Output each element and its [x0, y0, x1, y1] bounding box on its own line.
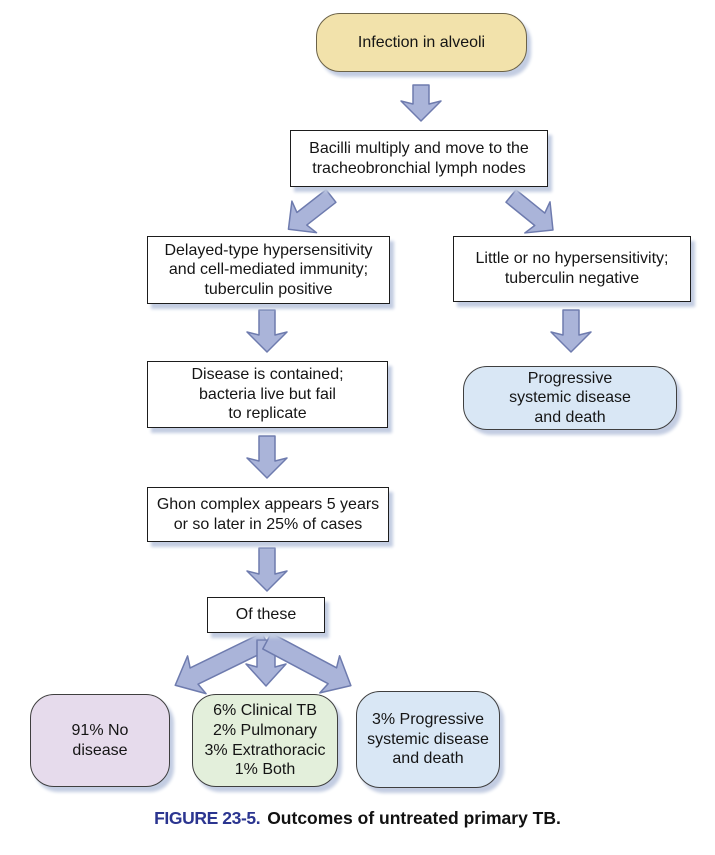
node-progressive-text-line3: and death — [534, 408, 606, 426]
node-clinical-text-line4: 1% Both — [234, 761, 296, 779]
figure-caption: FIGURE 23-5. Outcomes of untreated primar… — [0, 808, 715, 829]
node-bacilli-text-line1: Bacilli multiply and move to the — [309, 139, 529, 157]
node-ghon-text-line2: or so later in 25% of cases — [173, 515, 363, 533]
node-91pct-no-disease: 91% No disease — [30, 694, 170, 787]
node-delayed-text-line2: and cell-mediated immunity; — [168, 261, 369, 279]
arrow-ofthese-to-nodisease-icon — [174, 632, 271, 695]
node-progressive3-text-line1: 3% Progressive — [371, 711, 485, 729]
node-clinical-text-line3: 3% Extrathoracic — [204, 741, 326, 759]
node-3pct-progressive-systemic: 3% Progressive systemic disease and deat… — [356, 691, 500, 788]
node-ghon-text-line1: Ghon complex appears 5 years — [156, 495, 380, 513]
node-disease-contained: Disease is contained; bacteria live but … — [147, 361, 388, 428]
node-progressive3-text-line3: and death — [392, 750, 464, 768]
arrow-contained-to-ghon-icon — [246, 435, 288, 479]
node-6pct-clinical-tb: 6% Clinical TB 2% Pulmonary 3% Extrathor… — [192, 694, 338, 787]
arrow-ofthese-to-progressive3-icon — [262, 632, 352, 694]
node-little-text-line2: tuberculin negative — [504, 270, 640, 287]
node-clinical-text-line2: 2% Pulmonary — [212, 721, 318, 739]
node-contained-text-line3: to replicate — [228, 405, 307, 423]
figure-caption-text: Outcomes of untreated primary TB. — [267, 808, 561, 828]
node-contained-text-line1: Disease is contained; — [191, 366, 344, 384]
node-little-hypersensitivity: Little or no hypersensitivity; tuberculi… — [453, 236, 691, 302]
node-nodisease-text-line1: 91% No — [71, 721, 129, 739]
arrow-ofthese-to-clinical-icon — [245, 639, 287, 687]
arrow-little-to-progressive-icon — [550, 309, 592, 353]
node-infection-in-alveoli: Infection in alveoli — [316, 13, 527, 72]
node-delayed-text-line3: tuberculin positive — [204, 280, 333, 298]
node-bacilli-text-line2: tracheobronchial lymph nodes — [312, 159, 526, 177]
node-progressive3-text-line2: systemic disease — [367, 730, 489, 748]
node-contained-text-line2: bacteria live but fail — [199, 385, 336, 403]
node-bacilli-multiply: Bacilli multiply and move to the tracheo… — [290, 130, 548, 187]
node-delayed-hypersensitivity: Delayed-type hypersensitivity and cell-m… — [147, 236, 390, 304]
node-progressive-systemic-disease: Progressive systemic disease and death — [463, 366, 677, 430]
node-nodisease-text-line2: disease — [72, 741, 128, 759]
node-progressive-text-line2: systemic disease — [509, 389, 631, 407]
figure-caption-label: FIGURE 23-5. — [154, 808, 261, 828]
node-infection-text: Infection in alveoli — [357, 33, 486, 51]
node-progressive-text-line1: Progressive — [527, 369, 613, 387]
node-clinical-text-line1: 6% Clinical TB — [213, 702, 317, 720]
node-of-these: Of these — [207, 597, 325, 633]
arrow-delayed-to-contained-icon — [246, 309, 288, 353]
node-ghon-complex: Ghon complex appears 5 years or so later… — [147, 487, 389, 542]
node-little-text-line1: Little or no hypersensitivity; — [475, 250, 669, 268]
node-ofthese-text: Of these — [235, 606, 297, 624]
arrow-ghon-to-ofthese-icon — [246, 547, 288, 592]
arrow-infection-to-bacilli-icon — [400, 84, 442, 122]
node-delayed-text-line1: Delayed-type hypersensitivity — [164, 241, 373, 259]
